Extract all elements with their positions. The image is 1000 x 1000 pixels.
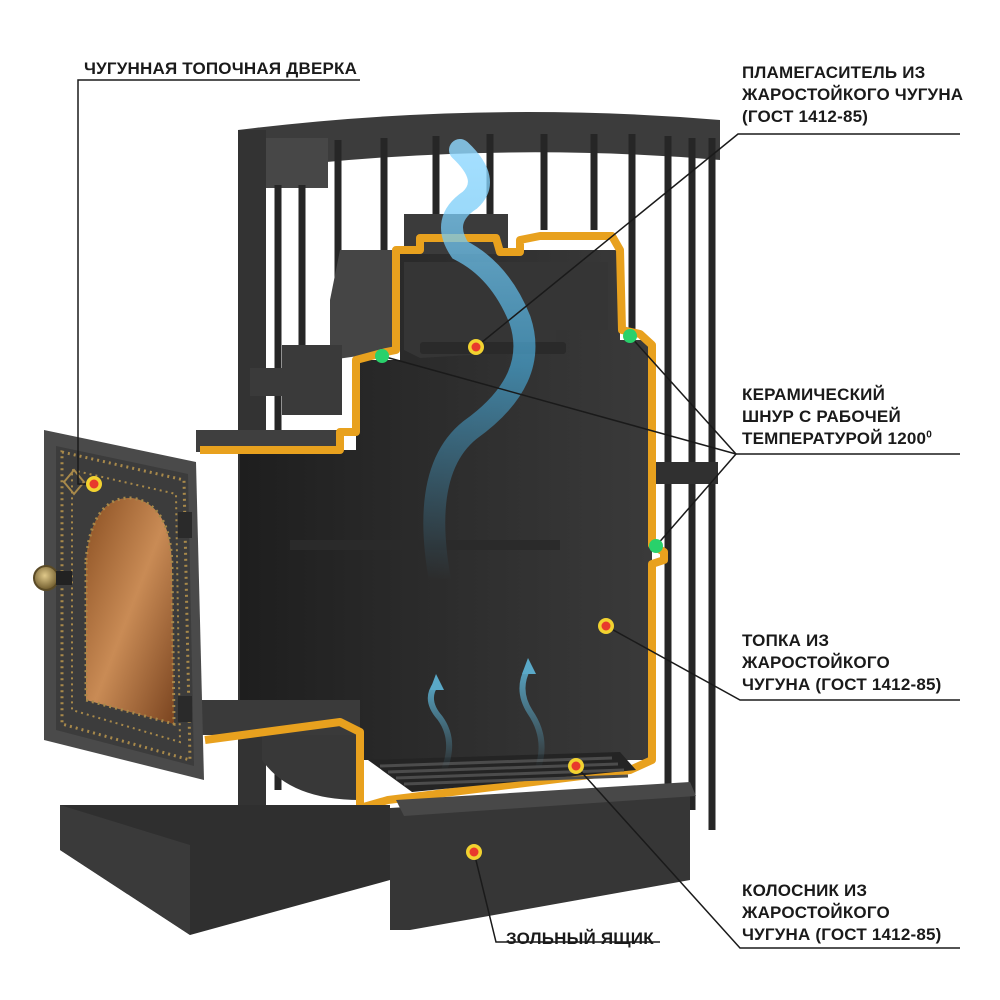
flame-swirl [423,139,536,591]
label-flame-damper-line2: ЖАРОСТОЙКОГО ЧУГУНА [742,85,964,104]
label-ceramic-cord-line3: ТЕМПЕРАТУРОЙ 12000 [742,428,932,450]
cage-side-strap [648,462,718,484]
cage-left-plate [266,138,328,188]
label-flame-damper: ПЛАМЕГАСИТЕЛЬ ИЗ ЖАРОСТОЙКОГО ЧУГУНА (ГО… [742,62,963,128]
label-ash-box-line: ЗОЛЬНЫЙ ЯЩИК [506,929,654,948]
red-yellow-dot-icon [468,339,484,355]
heater-bowl [262,735,360,800]
green-dot-icon [649,539,663,553]
door-handle-stem [56,571,72,585]
label-ash-box: ЗОЛЬНЫЙ ЯЩИК [506,928,654,950]
cage-top-ring [238,112,720,172]
door-emblem-icon [62,468,86,496]
label-ceramic-cord-line2: ШНУР С РАБОЧЕЙ [742,407,901,426]
heat-arrow-left [427,682,453,772]
green-dot-icon [623,329,637,343]
label-grate-line3: ЧУГУНА (ГОСТ 1412-85) [742,925,942,944]
red-yellow-dot-icon [598,618,614,634]
label-ceramic-cord: КЕРАМИЧЕСКИЙ ШНУР С РАБОЧЕЙ ТЕМПЕРАТУРОЙ… [742,384,932,450]
label-grate-line1: КОЛОСНИК ИЗ [742,881,868,900]
leader-flame-damper [475,133,960,348]
heat-flow-arrow-icon [522,658,536,674]
leader-cord-3 [655,453,737,547]
red-yellow-dot-icon [568,758,584,774]
door-hinge-top [178,512,192,538]
label-firebox: ТОПКА ИЗ ЖАРОСТОЙКОГО ЧУГУНА (ГОСТ 1412-… [742,630,942,696]
label-ceramic-cord-temp: ТЕМПЕРАТУРОЙ 1200 [742,429,927,448]
label-grate-line2: ЖАРОСТОЙКОГО [742,903,890,922]
ash-box-lip [396,782,696,816]
cast-iron-door[interactable] [33,430,204,780]
door-glass-arch-border [84,496,176,726]
leader-cord-2 [629,335,737,455]
markers [86,329,663,860]
label-door: ЧУГУННАЯ ТОПОЧНАЯ ДВЕРКА [84,58,357,80]
leader-grate [575,765,960,949]
door-glass [86,497,174,724]
rear-ribs [282,345,342,415]
ash-box-front [60,805,190,935]
label-door-line: ЧУГУННАЯ ТОПОЧНАЯ ДВЕРКА [84,59,358,78]
ash-box-tray [390,790,690,930]
heat-arrow-right [519,666,545,769]
door-bead-border-inner [71,468,182,744]
green-dot-icon [375,349,389,363]
heat-flow-arrow-icon [430,674,444,690]
leader-firebox [605,625,960,701]
label-grate: КОЛОСНИК ИЗ ЖАРОСТОЙКОГО ЧУГУНА (ГОСТ 14… [742,880,942,946]
leader-cord-1 [381,355,737,455]
label-flame-damper-line3: (ГОСТ 1412-85) [742,107,869,126]
red-yellow-dot-icon [466,844,482,860]
label-flame-damper-line1: ПЛАМЕГАСИТЕЛЬ ИЗ [742,63,926,82]
door-hinge-bottom [178,696,192,722]
door-handle-knob[interactable] [33,565,59,591]
ash-box [60,782,696,935]
label-ceramic-cord-degree: 0 [926,429,932,441]
leader-ash-box [473,851,660,943]
label-firebox-line2: ЖАРОСТОЙКОГО [742,653,890,672]
red-yellow-dot-icon [86,476,102,492]
label-firebox-line3: ЧУГУНА (ГОСТ 1412-85) [742,675,942,694]
label-firebox-line1: ТОПКА ИЗ [742,631,830,650]
label-ceramic-cord-line1: КЕРАМИЧЕСКИЙ [742,385,885,404]
rear-cast-block [330,250,400,360]
